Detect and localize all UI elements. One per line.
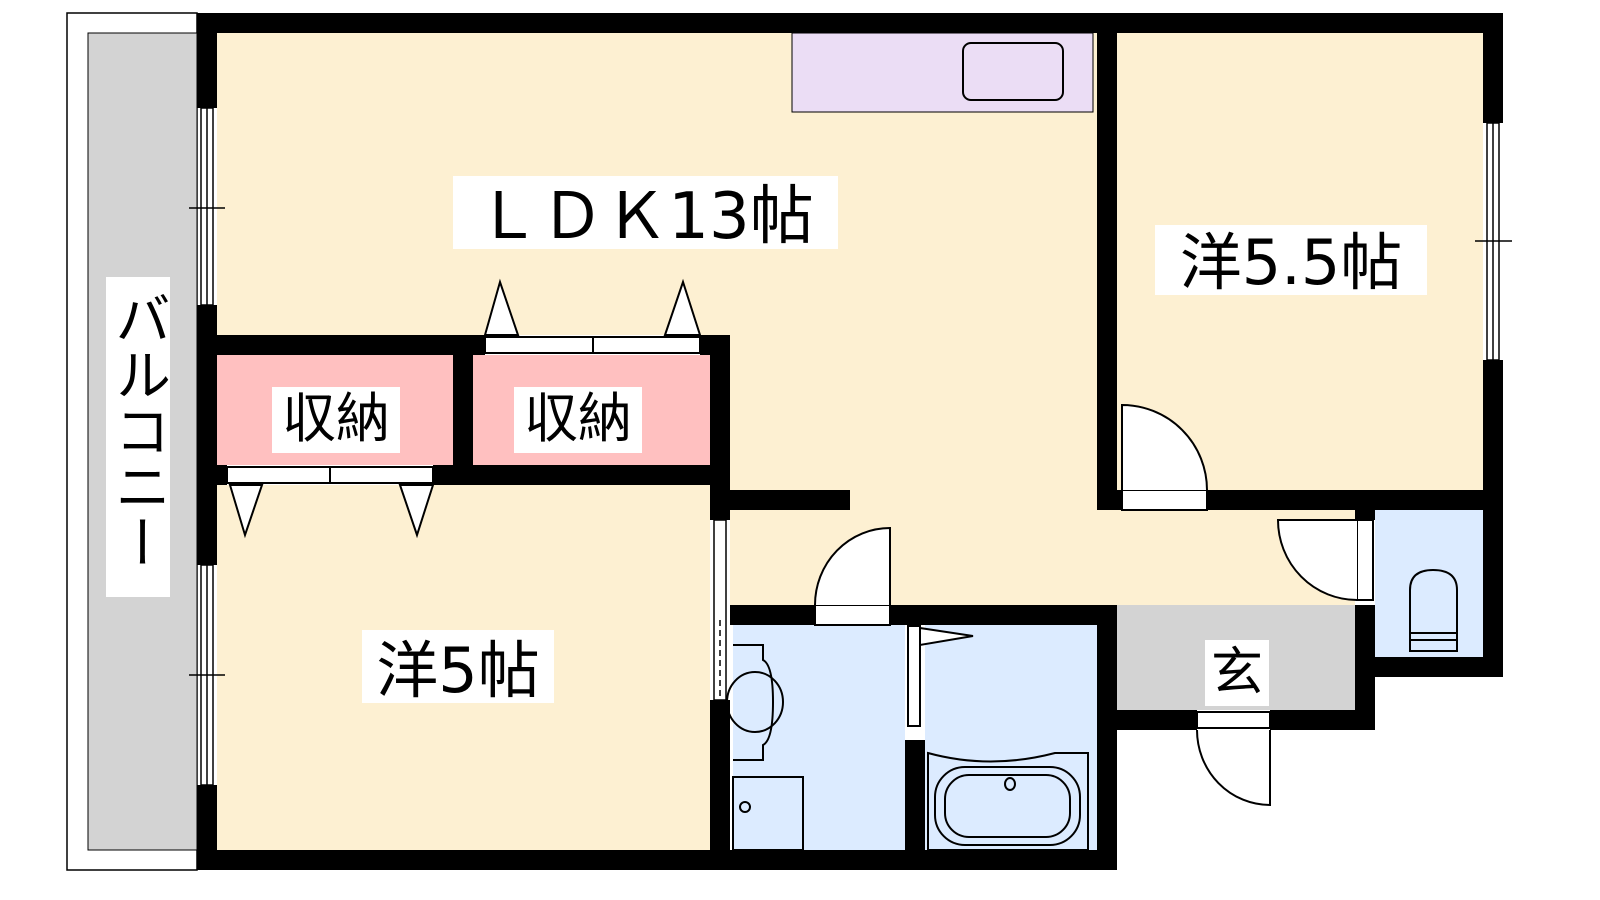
entrance-label: 玄	[1211, 643, 1263, 703]
bathtub-icon	[927, 751, 1089, 851]
bathroom	[925, 625, 1097, 850]
windows	[189, 107, 1512, 786]
western-55-label: 洋5.5帖	[1180, 226, 1403, 299]
kitchen-sink-icon	[962, 42, 1064, 101]
washroom	[733, 625, 905, 850]
basin-bowl-icon	[726, 671, 784, 733]
fixtures	[726, 568, 1458, 851]
toilet	[1375, 510, 1483, 657]
washing-machine-icon	[732, 776, 804, 851]
walls	[197, 13, 1503, 870]
ldk-label-bg	[453, 176, 838, 249]
storage-1-label: 収納	[282, 387, 390, 450]
balcony-label-bg	[106, 277, 170, 597]
entrance-label-bg	[1205, 640, 1269, 706]
storage-1-label-bg	[272, 387, 400, 453]
storage-2-label-bg	[514, 387, 642, 453]
western-55-label-bg	[1155, 225, 1427, 295]
doors	[226, 278, 1374, 807]
western-5-label-bg	[362, 630, 554, 703]
ldk-label: ＬＤＫ13帖	[476, 180, 813, 254]
toilet-icon	[1409, 568, 1458, 641]
ldk-floor-lower	[730, 335, 1097, 605]
western-5-label: 洋5帖	[376, 634, 539, 707]
storage-2-label: 収納	[524, 387, 632, 450]
washbasin-icon	[733, 644, 775, 761]
balcony-label: バルコニー	[106, 290, 171, 570]
kitchen-counter	[791, 32, 1094, 113]
